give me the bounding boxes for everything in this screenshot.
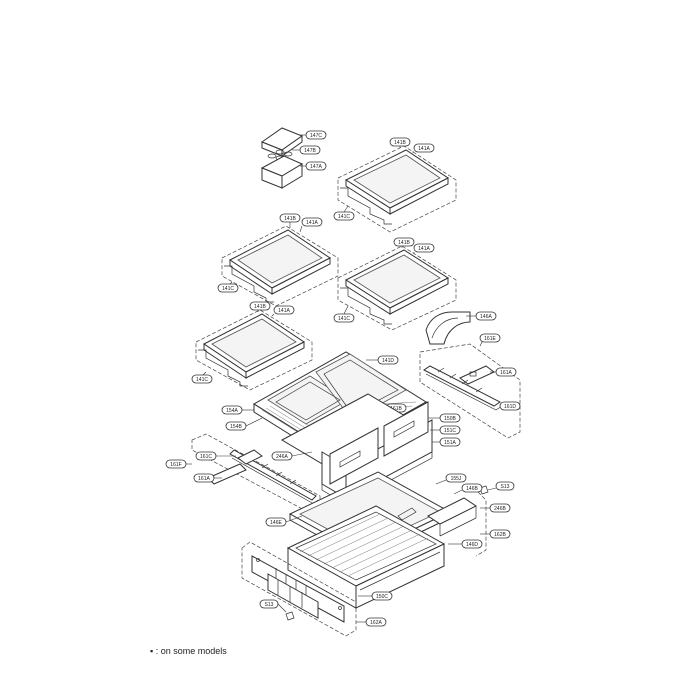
callout-146a: 146A <box>466 311 497 321</box>
callout-161a-left: 161A <box>193 473 222 483</box>
callout-154b: 154B <box>225 417 263 431</box>
svg-text:154A: 154A <box>226 408 238 414</box>
callout-141a-2: 141A <box>299 217 323 233</box>
svg-text:S13: S13 <box>265 602 274 608</box>
callout-141d: 141D <box>366 355 399 365</box>
svg-text:146B: 146B <box>466 486 478 492</box>
right-rail-group-161e <box>419 343 521 439</box>
callout-162a: 162A <box>356 617 387 627</box>
callout-161a-right: 161A <box>490 367 517 377</box>
svg-text:141A: 141A <box>418 246 430 252</box>
svg-text:141A: 141A <box>306 220 318 226</box>
svg-text:146E: 146E <box>270 520 282 526</box>
svg-text:150C: 150C <box>376 594 388 600</box>
callout-141b-2: 141B <box>279 213 301 228</box>
svg-text:161E: 161E <box>484 336 496 342</box>
svg-text:141C: 141C <box>338 316 350 322</box>
svg-text:162A: 162A <box>370 620 382 626</box>
callout-146d: 146D <box>448 539 483 549</box>
shelf-mid-right <box>337 245 457 331</box>
callout-246a: 246A <box>271 451 313 461</box>
svg-text:147A: 147A <box>310 164 322 170</box>
callout-161c: 161C <box>195 451 236 461</box>
svg-text:141C: 141C <box>196 377 208 383</box>
svg-text:147B: 147B <box>304 148 316 154</box>
front-panel-group-162a <box>241 541 357 637</box>
callout-141a-3: 141A <box>413 243 435 254</box>
callout-141b-3: 141B <box>393 237 415 248</box>
shelf-lower-left <box>195 309 313 391</box>
callout-246b: 246B <box>480 503 511 513</box>
callout-141b-4: 141B <box>249 301 271 312</box>
callout-141a-4: 141A <box>271 305 295 317</box>
svg-text:141B: 141B <box>398 240 410 246</box>
svg-text:141B: 141B <box>284 216 296 222</box>
svg-text:141A: 141A <box>278 308 290 314</box>
svg-text:S13: S13 <box>501 484 510 490</box>
svg-text:141D: 141D <box>382 358 394 364</box>
svg-text:246B: 246B <box>494 506 506 512</box>
svg-text:141A: 141A <box>418 146 430 152</box>
shelf-top-right <box>337 145 457 233</box>
crisper-cover-146a <box>425 311 471 345</box>
callout-147b: 147B <box>292 145 321 155</box>
bracket-162b <box>475 491 487 557</box>
svg-text:141C: 141C <box>338 214 350 220</box>
svg-text:162B: 162B <box>494 532 506 538</box>
svg-text:155J: 155J <box>451 476 462 482</box>
callout-141a-1: 141A <box>412 143 435 153</box>
svg-text:161A: 161A <box>198 476 210 482</box>
callout-151c: 151C <box>430 425 461 435</box>
svg-text:150B: 150B <box>444 416 456 422</box>
callout-141c-4: 141C <box>191 371 213 384</box>
callout-154a: 154A <box>221 405 254 415</box>
callout-141c-2: 141C <box>217 281 239 293</box>
callout-161e: 161E <box>479 333 501 347</box>
bottom-drawer-150c <box>286 505 446 609</box>
svg-text:151C: 151C <box>444 428 456 434</box>
callout-146b: 146B <box>453 483 483 495</box>
svg-text:161D: 161D <box>504 404 516 410</box>
callout-150c: 150C <box>358 591 393 601</box>
callout-141b-1: 141B <box>389 137 411 148</box>
svg-text:147C: 147C <box>310 133 322 139</box>
callout-151a: 151A <box>432 437 461 447</box>
callout-141c-1: 141C <box>333 205 355 221</box>
svg-text:161B: 161B <box>390 406 402 412</box>
svg-text:141B: 141B <box>254 304 266 310</box>
svg-text:246A: 246A <box>276 454 288 460</box>
footnote: ▪ : on some models <box>150 646 227 656</box>
callout-150b: 150B <box>428 413 461 423</box>
callout-161d: 161D <box>499 401 521 411</box>
callout-146e: 146E <box>265 515 303 527</box>
svg-text:161A: 161A <box>500 370 512 376</box>
callout-162b: 162B <box>480 529 511 539</box>
svg-text:151A: 151A <box>444 440 456 446</box>
callout-155j: 155J <box>435 473 467 485</box>
shelf-mid-left <box>221 225 339 307</box>
callout-161f: 161F <box>165 459 192 469</box>
callout-s13-right: S13 <box>487 481 515 491</box>
svg-text:154B: 154B <box>230 424 242 430</box>
svg-text:141B: 141B <box>394 140 406 146</box>
callout-147c: 147C <box>300 130 327 140</box>
callout-147a: 147A <box>300 161 327 171</box>
svg-text:161F: 161F <box>170 462 181 468</box>
egg-tray-assembly <box>260 127 304 189</box>
svg-text:146D: 146D <box>466 542 478 548</box>
callout-141c-3: 141C <box>333 305 355 323</box>
svg-text:161C: 161C <box>200 454 212 460</box>
svg-text:146A: 146A <box>480 314 492 320</box>
svg-text:141C: 141C <box>222 286 234 292</box>
callout-s13-left: S13 <box>259 599 287 613</box>
